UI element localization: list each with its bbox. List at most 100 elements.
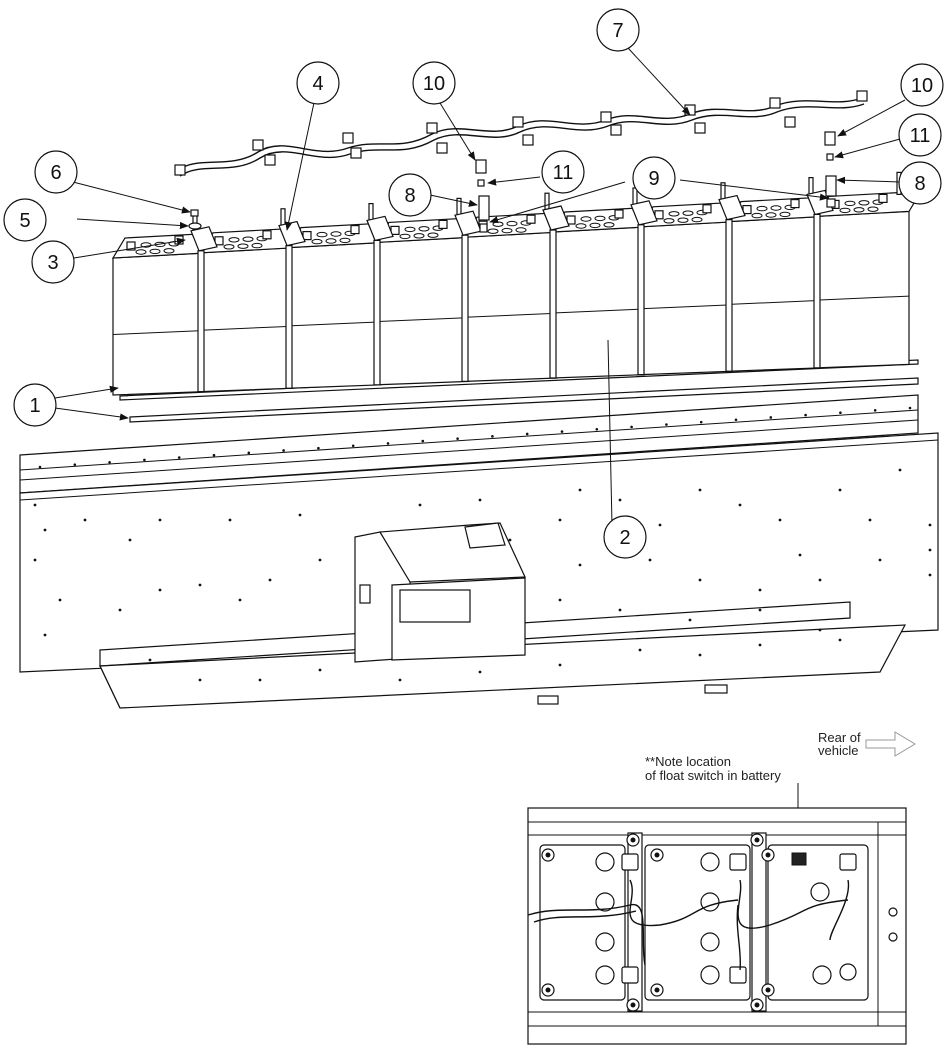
- callout-9-label: 9: [648, 168, 659, 190]
- battery-body: [640, 221, 734, 376]
- callout-1: 1: [13, 383, 57, 427]
- battery-seam: [376, 317, 470, 323]
- rail-hole: [247, 451, 251, 455]
- callout-7-label: 7: [612, 20, 623, 42]
- panel-hole: [478, 498, 482, 502]
- panel-hole: [928, 548, 932, 552]
- panel-hole: [578, 488, 582, 492]
- detail-bolt-center: [754, 1002, 760, 1008]
- panel-hole: [818, 628, 822, 632]
- hold-down-bracket: [542, 205, 570, 231]
- rail-hole: [386, 442, 390, 445]
- rail-hole: [282, 449, 285, 452]
- callout-11-left: 11: [541, 150, 585, 194]
- cable-lug: [342, 132, 354, 144]
- detail-terminal: [839, 853, 857, 871]
- center-mount-bracket: [354, 522, 526, 663]
- panel-hole: [688, 618, 692, 622]
- battery-strap: [637, 224, 645, 376]
- terminal: [878, 193, 888, 203]
- detail-vent: [595, 852, 615, 872]
- vent-cap: [339, 237, 351, 244]
- hold-down-bracket: [630, 200, 658, 226]
- vent-cap: [330, 231, 342, 237]
- panel-hole: [758, 608, 762, 612]
- detail-vent: [700, 965, 720, 985]
- vent-cap: [237, 243, 249, 249]
- vent-cap: [427, 232, 439, 238]
- rail-hole: [351, 444, 355, 448]
- panel-hole: [198, 678, 202, 682]
- rail-hole: [317, 446, 320, 450]
- panel-hole: [698, 578, 702, 582]
- battery-body: [376, 236, 470, 386]
- panel-hole: [318, 558, 322, 562]
- vent-cap: [668, 211, 680, 217]
- panel-hole: [898, 468, 902, 472]
- vent-cap: [751, 212, 763, 219]
- callout-2: 2: [603, 515, 647, 559]
- vent-cap: [163, 248, 175, 254]
- rail-hole: [630, 425, 633, 429]
- detail-vent: [839, 963, 857, 981]
- detail-vent: [595, 932, 615, 952]
- panel-hole: [698, 653, 702, 657]
- callout-3-label: 3: [47, 252, 58, 274]
- panel-hole: [778, 518, 782, 522]
- battery-row: [111, 171, 923, 396]
- callout-8-left: 8: [388, 173, 432, 217]
- battery-body: [816, 210, 910, 369]
- vent-cap: [867, 206, 879, 212]
- detail-vent: [700, 932, 720, 952]
- detail-vent: [812, 965, 832, 985]
- panel-hole: [698, 488, 702, 492]
- callout-10-right: 10: [900, 63, 944, 107]
- detail-bolt-center: [545, 987, 551, 993]
- terminal: [262, 230, 272, 240]
- rail-hole: [699, 420, 703, 424]
- rail-hole: [421, 439, 425, 443]
- rail-hole: [525, 432, 529, 436]
- cable-lug: [264, 154, 276, 166]
- panel-hole: [258, 678, 262, 682]
- vent-cap: [316, 231, 328, 238]
- rail-hole: [873, 409, 877, 412]
- vent-cap: [140, 242, 152, 248]
- vent-cap: [404, 226, 416, 233]
- panel-hole: [558, 518, 562, 522]
- note-line-1: **Note location: [645, 754, 731, 769]
- terminal: [174, 235, 184, 245]
- panel-hole: [618, 498, 622, 502]
- battery-seam: [200, 325, 294, 331]
- detail-bolt-center: [545, 852, 551, 858]
- vent-cap: [325, 238, 337, 244]
- vent-cap: [487, 228, 499, 234]
- panel-hole: [118, 608, 122, 612]
- hold-down-bracket: [366, 215, 394, 242]
- callout-10-right-label: 10: [911, 75, 933, 97]
- panel-hole: [298, 513, 302, 517]
- detail-bolt-center: [754, 837, 760, 843]
- panel-hole: [558, 598, 562, 602]
- callout-8-left-label: 8: [404, 185, 415, 207]
- detail-vent: [595, 892, 615, 912]
- panel-hole: [578, 563, 582, 567]
- vent-cap: [765, 212, 777, 218]
- vent-cap: [691, 216, 703, 223]
- detail-top-view: **Note location of float switch in batte…: [527, 754, 907, 1045]
- callout-11-right: 11: [898, 113, 942, 157]
- callout-5-label: 5: [19, 210, 30, 232]
- callout-6-label: 6: [50, 162, 61, 184]
- callout-9: 9: [632, 156, 676, 200]
- hold-down-bracket: [190, 226, 218, 252]
- panel-hole: [228, 518, 232, 522]
- battery-body: [464, 231, 558, 383]
- rail-hole: [38, 465, 42, 469]
- callout-5: 5: [3, 198, 47, 242]
- battery-5: [454, 192, 571, 383]
- cable-harness: [174, 90, 868, 177]
- callout-4: 4: [296, 61, 340, 105]
- vent-cap: [311, 238, 323, 245]
- vent-cap: [399, 233, 411, 240]
- rail-hole: [595, 427, 599, 431]
